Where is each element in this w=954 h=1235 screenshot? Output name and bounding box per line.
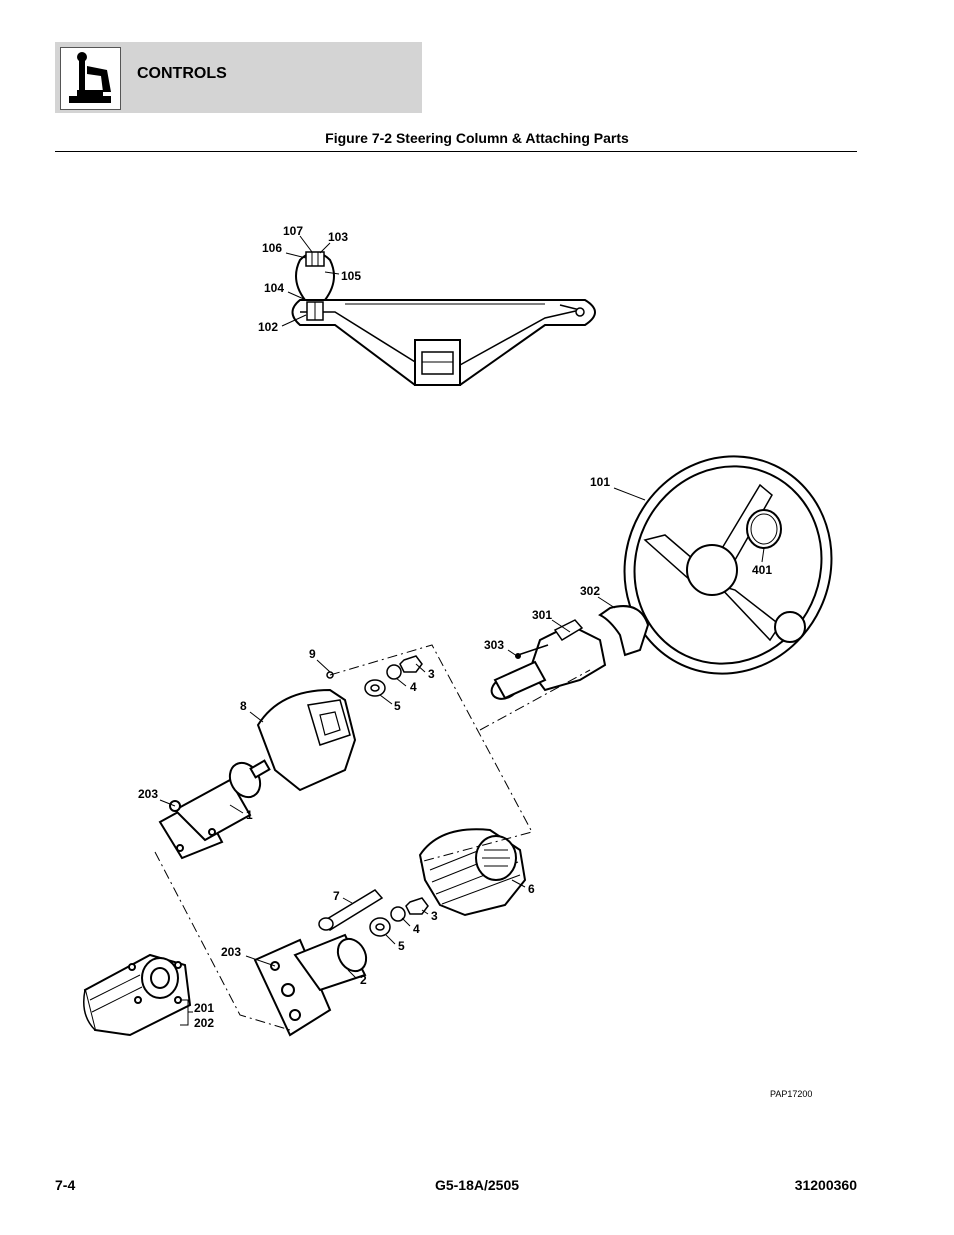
callout-3-upper: 3 xyxy=(428,667,435,681)
callout-6: 6 xyxy=(528,882,535,896)
callout-202: 202 xyxy=(194,1016,214,1030)
callout-labels: 107 103 106 105 104 102 101 401 302 301 … xyxy=(138,224,772,1030)
callout-302: 302 xyxy=(580,584,600,598)
lower-column xyxy=(253,933,368,1037)
callout-203-lower: 203 xyxy=(221,945,241,959)
steering-wheel xyxy=(623,455,833,675)
section-header: CONTROLS xyxy=(55,42,422,113)
illustration-reference: PAP17200 xyxy=(770,1089,813,1099)
figure-title: Figure 7-2 Steering Column & Attaching P… xyxy=(325,130,629,146)
model-number: G5-18A/2505 xyxy=(434,1177,520,1193)
callout-leaders xyxy=(159,487,765,1026)
callout-105: 105 xyxy=(341,269,361,283)
document-number: 31200360 xyxy=(794,1177,857,1193)
callout-102: 102 xyxy=(258,320,278,334)
lower-hardware xyxy=(318,889,429,937)
callout-203-upper: 203 xyxy=(138,787,158,801)
callout-401: 401 xyxy=(752,563,772,577)
callout-103: 103 xyxy=(328,230,348,244)
cross-section-leaders xyxy=(281,235,340,327)
callout-3-lower: 3 xyxy=(431,909,438,923)
upper-cover xyxy=(256,688,357,792)
callout-303: 303 xyxy=(484,638,504,652)
steering-wheel-cross-section xyxy=(291,251,596,386)
section-title: CONTROLS xyxy=(137,65,227,82)
upper-column xyxy=(158,759,271,860)
assembly-centerlines xyxy=(154,644,591,1031)
callout-8: 8 xyxy=(240,699,247,713)
steering-valve xyxy=(83,953,192,1037)
callout-4-upper: 4 xyxy=(410,680,417,694)
callout-4-lower: 4 xyxy=(413,922,420,936)
callout-1: 1 xyxy=(246,808,253,822)
callout-7: 7 xyxy=(333,889,340,903)
upper-hardware xyxy=(326,655,423,697)
callout-5-lower: 5 xyxy=(398,939,405,953)
column-adapter xyxy=(490,605,650,700)
callout-9: 9 xyxy=(309,647,316,661)
callout-104: 104 xyxy=(264,281,284,295)
header-divider xyxy=(55,151,857,152)
callout-201: 201 xyxy=(194,1001,214,1015)
callout-106: 106 xyxy=(262,241,282,255)
callout-5-upper: 5 xyxy=(394,699,401,713)
joystick-icon xyxy=(60,47,121,110)
bellows-boot xyxy=(418,828,527,917)
callout-2: 2 xyxy=(360,973,367,987)
callout-301: 301 xyxy=(532,608,552,622)
page-number: 7-4 xyxy=(55,1177,76,1193)
callout-101: 101 xyxy=(590,475,610,489)
callout-107: 107 xyxy=(283,224,303,238)
